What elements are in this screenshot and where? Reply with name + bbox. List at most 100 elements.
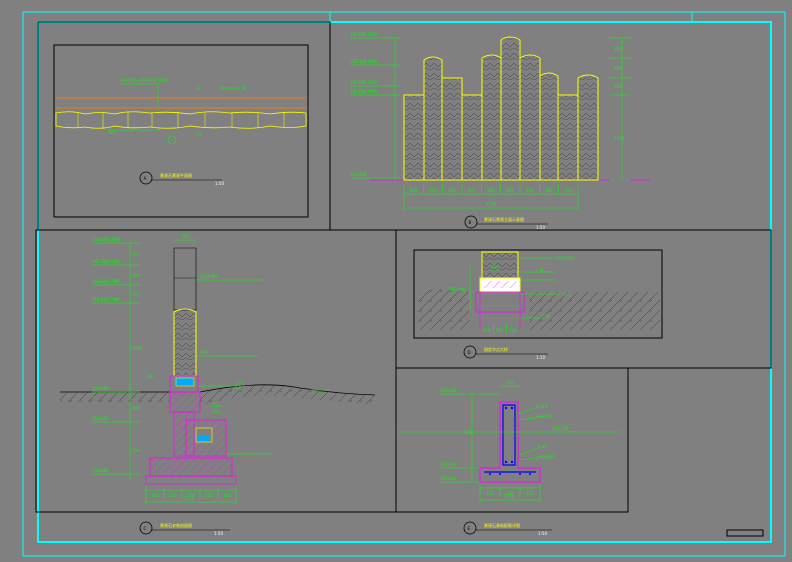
view-e-top-label: ...	[474, 386, 478, 391]
view-b-seg-0: 300	[410, 188, 418, 193]
view-c-dim-4: 300	[132, 406, 140, 411]
view-e-rebar-0: 2 ⌀14	[536, 404, 548, 409]
view-c-scale: 1:50	[214, 531, 223, 536]
view-e-elev-0: 163.400	[440, 388, 457, 393]
view-c-bottom-dim-0: 100	[151, 493, 159, 498]
view-c-elev-3: 164.600 (TW)	[92, 297, 120, 302]
view-b-circle-label: B	[469, 220, 472, 225]
view-c-bottom-dim-3: 250	[205, 493, 213, 498]
view-e-bottom-dim-2: 370	[526, 491, 534, 496]
view-e-circle	[463, 521, 477, 535]
view-a-label-top: 20	[196, 86, 202, 91]
view-c-elev-6: 162.600	[92, 468, 109, 473]
view-c-elev-0: 165.600 (TW)	[92, 237, 120, 242]
view-b-total: 2700	[486, 202, 497, 207]
view-b-circle	[464, 215, 478, 229]
view-e-scale: 1:50	[538, 531, 547, 536]
view-e-rebar2-0: 2 ⌀8	[538, 444, 547, 449]
view-b-dim-r-1: 300	[614, 66, 622, 71]
view-d-bottom-dim-1: 60	[496, 328, 502, 333]
view-d-detail: 300 163.400 300X300 ... M ... ... 20 ...…	[418, 251, 660, 360]
view-d-bottom-dim-0: 120	[483, 328, 491, 333]
view-e-rebar-1: ⌀8@200	[536, 414, 553, 419]
view-c-circle	[139, 521, 153, 535]
view-d-note-4: C20 ...	[542, 314, 555, 319]
view-b-elev-3: 164.600 (TW)	[350, 89, 378, 94]
view-e-elev-1: 162.100	[440, 462, 457, 467]
view-c-section: 300 165.600 (TW) 165.300 (TW) 165.000 (T…	[60, 234, 376, 536]
view-d-top-dim: 300	[491, 265, 499, 270]
view-e-dim-left: 1300	[464, 430, 475, 435]
view-b-seg-2: 300	[448, 188, 456, 193]
view-d-circle	[463, 345, 477, 359]
view-e-circle-label: E	[468, 526, 471, 531]
view-c-note-ground: ...	[236, 448, 240, 453]
view-c-dim-0: 300	[132, 252, 140, 257]
view-b-elevation: 165.600 (TW) 165.300 (TW) 165.000 (TW) 1…	[350, 32, 650, 230]
view-c-d-ref: D	[239, 384, 242, 389]
view-c-note1: 300X300 ...	[200, 274, 223, 279]
view-d-note-5: ...	[542, 320, 546, 325]
view-e-elev-2: 161.800	[440, 476, 457, 481]
view-b-seg-3: 300	[468, 188, 476, 193]
view-b-seg-6: 300	[526, 188, 534, 193]
view-d-elevation: 163.400	[449, 287, 466, 292]
view-b-seg-4: 300	[487, 188, 495, 193]
view-c-label-100: 100	[146, 374, 154, 379]
view-e-top-dim: 370	[506, 380, 514, 385]
view-e-bottom-dim-0: 370	[486, 491, 494, 496]
view-b-dim-r-0: 300	[614, 46, 622, 51]
view-d-bottom-dim-2: 120	[509, 328, 517, 333]
view-a-title: 景观石景观平面图	[160, 172, 192, 178]
view-b-dim-r-3: 1200	[614, 136, 625, 141]
view-c-bottom-dim-2: 250	[187, 493, 195, 498]
view-c-dim-1: 300	[132, 273, 140, 278]
view-d-note-1: M ...	[540, 268, 549, 273]
view-e-rebar: 370 ... 163.400 162.100 161.800 1300 2 ⌀…	[398, 380, 620, 536]
view-e-bottom-dim-1: 240	[506, 491, 514, 496]
view-d-note-3: 20 ...	[562, 292, 572, 297]
panel-e-border	[395, 367, 629, 513]
view-c-elev-1: 165.300 (TW)	[92, 259, 120, 264]
view-d-scale: 1:10	[536, 355, 545, 360]
view-b-seg-7: 300	[545, 188, 553, 193]
view-c-bottom-total: 1250	[184, 496, 195, 501]
view-b-seg-8: 300	[564, 188, 572, 193]
view-e-bottom-total: 1000	[504, 494, 515, 499]
view-d-title: 固定节点大样	[484, 346, 508, 352]
view-b-seg-1: 300	[429, 188, 437, 193]
view-c-bottom-dim-1: 250	[169, 493, 177, 498]
view-b-title: 景观石景观立面示意图	[484, 216, 524, 222]
view-c-elev-2: 165.000 (TW)	[92, 279, 120, 284]
view-b-elev-2: 165.000 (TW)	[350, 80, 378, 85]
view-c-elev-4: 163.400	[92, 386, 109, 391]
view-b-scale: 1:50	[536, 225, 545, 230]
view-a-circle	[139, 171, 153, 185]
view-d-note-0: 300X300 ...	[556, 256, 579, 261]
view-a-section-mark	[167, 135, 177, 145]
view-b-elev-4: 163.400	[350, 172, 367, 177]
view-c-elev-5: 163.100	[92, 416, 109, 421]
view-c-layer-0: C20 ...	[212, 403, 225, 408]
title-block	[726, 529, 764, 537]
view-a-circle-label: A	[144, 176, 147, 181]
view-c-layer-2: ...	[212, 415, 216, 420]
view-a-scale: 1:50	[215, 181, 224, 186]
view-c-dim-2: 300	[132, 292, 140, 297]
view-a-label-right: Pavement 20 ...	[220, 86, 251, 91]
view-b-seg-5: 300	[506, 188, 514, 193]
view-e-rebar2-1: ⌀8@200	[538, 454, 555, 459]
view-b-elev-1: 165.300 (TW)	[350, 59, 378, 64]
view-a-callout: 300 ...	[108, 130, 121, 135]
panel-a-border	[37, 21, 331, 231]
view-e-title: 景观石基础配筋详图	[484, 522, 520, 528]
outer-frame	[22, 11, 786, 557]
view-b-dim-r-2: 300	[614, 84, 622, 89]
view-c-title: 景观石安装剖面图	[160, 522, 192, 528]
view-d-note-2: ...	[556, 278, 560, 283]
view-c-dim-3: 1200	[132, 346, 143, 351]
view-e-elev-right: 163.100	[552, 426, 569, 431]
view-c-note2: 300 ...	[200, 350, 213, 355]
view-a-mark: S4	[196, 132, 202, 137]
